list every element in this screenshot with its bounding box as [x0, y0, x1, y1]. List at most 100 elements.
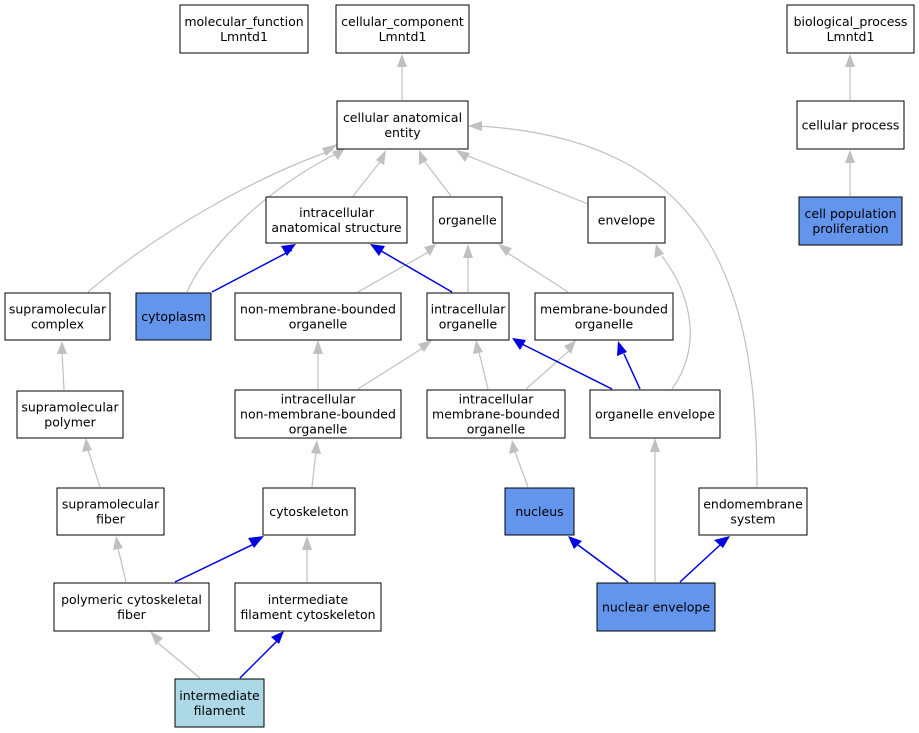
node-label-line: cellular process: [802, 118, 900, 133]
node-label-line: anatomical structure: [271, 220, 401, 235]
node-label-line: fiber: [96, 512, 125, 527]
node-label-line: membrane-bounded: [540, 302, 668, 317]
node-label-line: supramolecular: [62, 497, 160, 512]
edge-pcf-to-cytoskeleton: [174, 542, 257, 583]
edge-polymer-to-complex: [61, 351, 65, 391]
node-label-line: system: [730, 512, 775, 527]
node-intracellular-non-membrane-bounded-organelle[interactable]: intracellularnon-membrane-boundedorganel…: [234, 389, 402, 439]
edge-imbo-to-io: [478, 351, 489, 390]
node-box[interactable]: [16, 390, 124, 439]
node-box[interactable]: [432, 196, 503, 244]
node-box[interactable]: [234, 292, 402, 341]
node-box[interactable]: [589, 389, 721, 439]
node-label-line: biological_process: [794, 14, 908, 29]
node-cytoplasm[interactable]: cytoplasm: [135, 292, 212, 341]
node-label-line: endomembrane: [703, 497, 803, 512]
edge-inmbo-to-io: [357, 345, 427, 390]
edge-nuclear-envelope-to-nucleus: [577, 544, 629, 583]
node-label-line: polymer: [44, 415, 96, 430]
node-label-line: Lmntd1: [379, 29, 427, 44]
node-envelope[interactable]: envelope: [587, 196, 666, 244]
node-cytoskeleton[interactable]: cytoskeleton: [262, 487, 356, 536]
edge-organelle-envelope-to-mbo: [623, 353, 641, 390]
node-nuclear-envelope[interactable]: nuclear envelope: [596, 582, 716, 632]
edge-nucleus-to-imbo: [514, 451, 529, 488]
node-label-line: non-membrane-bounded: [240, 302, 396, 317]
node-box[interactable]: [587, 196, 666, 244]
node-box[interactable]: [698, 487, 808, 536]
node-label-line: organelle envelope: [595, 407, 715, 422]
node-label-line: supramolecular: [21, 400, 119, 415]
node-box[interactable]: [335, 4, 470, 54]
node-label-line: organelle: [575, 317, 634, 332]
node-box[interactable]: [426, 292, 510, 341]
node-label-line: intermediate: [268, 592, 349, 607]
edge-if-to-ifc: [239, 639, 279, 679]
node-label-line: intracellular: [459, 392, 535, 407]
node-box[interactable]: [174, 678, 265, 728]
node-box[interactable]: [786, 4, 915, 54]
node-label-line: organelle: [289, 422, 348, 437]
node-label-line: supramolecular: [9, 302, 107, 317]
edge-organelle-to-cae: [424, 161, 452, 197]
node-box[interactable]: [234, 582, 382, 632]
node-box[interactable]: [504, 487, 575, 536]
node-box[interactable]: [53, 582, 210, 632]
node-box[interactable]: [596, 582, 716, 632]
node-box[interactable]: [262, 487, 356, 536]
node-box[interactable]: [796, 100, 905, 150]
node-box[interactable]: [534, 292, 674, 341]
edge-organelle-envelope-to-io: [521, 343, 613, 390]
node-label-line: filament: [194, 703, 246, 718]
edge-ias-to-cae: [352, 161, 381, 197]
node-box[interactable]: [234, 389, 402, 439]
node-label-line: proliferation: [812, 221, 888, 236]
node-cellular-process[interactable]: cellular process: [796, 100, 905, 150]
node-label-line: non-membrane-bounded: [240, 407, 396, 422]
blue-arrowheads: [248, 244, 730, 644]
node-label-line: organelle: [467, 422, 526, 437]
node-organelle-envelope[interactable]: organelle envelope: [589, 389, 721, 439]
node-organelle[interactable]: organelle: [432, 196, 503, 244]
node-box[interactable]: [426, 389, 566, 439]
node-nucleus[interactable]: nucleus: [504, 487, 575, 536]
node-box[interactable]: [135, 292, 212, 341]
node-box[interactable]: [4, 292, 111, 341]
edge-fiber-to-polymer: [87, 449, 101, 488]
node-label-line: intracellular: [431, 302, 507, 317]
edge-cytoskeleton-to-inmbo: [311, 451, 317, 488]
node-label-line: filament cytoskeleton: [240, 607, 375, 622]
node-box[interactable]: [179, 4, 309, 54]
edge-if-to-pcf: [157, 642, 201, 679]
node-label-line: cellular_component: [341, 14, 464, 29]
node-label-line: cytoplasm: [141, 309, 206, 324]
node-box[interactable]: [798, 196, 903, 246]
node-box[interactable]: [336, 100, 469, 150]
node-box[interactable]: [265, 196, 408, 244]
node-label-line: intermediate: [179, 688, 260, 703]
node-label-line: cell population: [805, 206, 897, 221]
node-box[interactable]: [56, 487, 165, 536]
gray-edges: [61, 66, 851, 679]
node-label-line: organelle: [439, 317, 498, 332]
node-label-line: polymeric cytoskeletal: [61, 592, 202, 607]
edge-cytoplasm-to-cae: [186, 151, 341, 293]
